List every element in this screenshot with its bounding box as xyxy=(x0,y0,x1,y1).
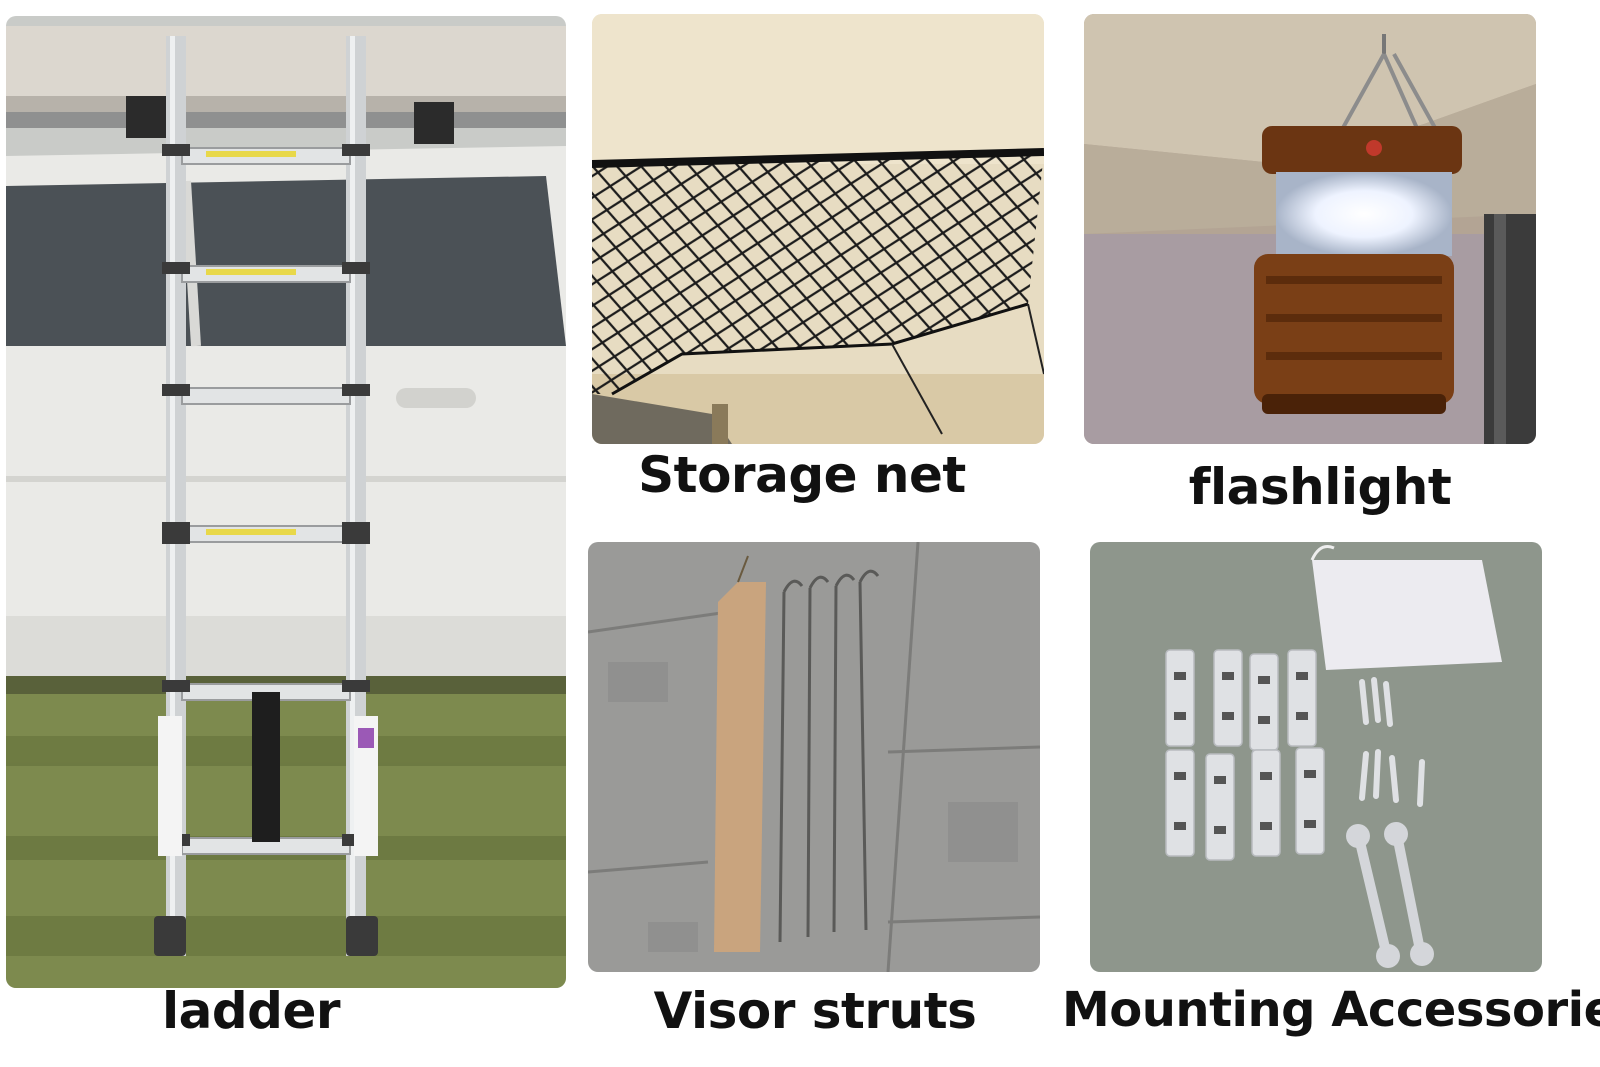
caption-visor-struts: Visor struts xyxy=(653,982,977,1040)
storage-net-photo xyxy=(592,14,1044,444)
caption-mounting-accessories: Mounting Accessories xyxy=(1062,982,1600,1038)
caption-ladder: ladder xyxy=(161,982,341,1040)
caption-storage-net: Storage net xyxy=(638,446,966,504)
visor-struts-photo xyxy=(588,542,1040,972)
mounting-accessories-photo xyxy=(1090,542,1542,972)
caption-flashlight: flashlight xyxy=(1188,458,1452,516)
ladder-photo xyxy=(6,16,566,988)
flashlight-photo xyxy=(1084,14,1536,444)
